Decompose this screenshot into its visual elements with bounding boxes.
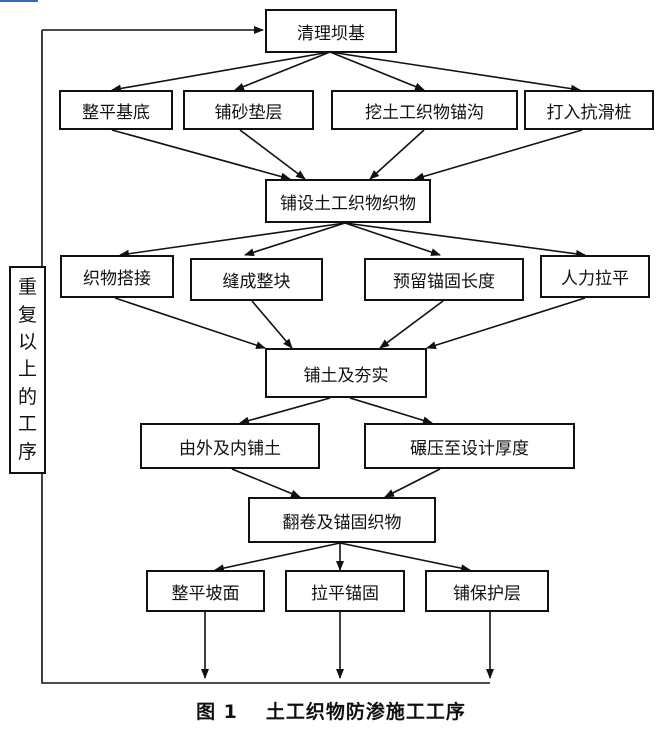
figure-number: 图 1 — [196, 701, 238, 723]
step-clear-dam-foundation: 清理坝基 — [265, 9, 397, 53]
repeat-char: 的 — [17, 385, 37, 408]
repeat-char: 复 — [17, 303, 37, 326]
repeat-char: 重 — [17, 276, 37, 299]
step-reserve-anchor-length: 预留锚固长度 — [364, 258, 524, 301]
step-level-slope: 整平坡面 — [146, 570, 265, 612]
step-label: 挖土工织物锚沟 — [365, 102, 484, 123]
repeat-steps-label: 重 复 以 上 的 工 序 — [9, 266, 46, 474]
figure-title: 土工织物防渗施工工序 — [265, 701, 466, 723]
step-protective-layer: 铺保护层 — [425, 570, 549, 612]
repeat-char: 上 — [17, 358, 37, 381]
step-tension-anchor: 拉平锚固 — [285, 570, 405, 612]
step-roll-and-anchor: 翻卷及锚固织物 — [248, 497, 436, 543]
step-label: 翻卷及锚固织物 — [282, 512, 402, 533]
step-label: 拉平锚固 — [311, 583, 379, 604]
corner-accent — [0, 0, 38, 2]
step-label: 人力拉平 — [561, 269, 629, 289]
step-drive-anti-slide-piles: 打入抗滑桩 — [524, 90, 654, 130]
step-label: 整平坡面 — [171, 583, 240, 604]
step-level-base: 整平基底 — [59, 90, 173, 130]
step-fill-outside-in: 由外及内铺土 — [140, 423, 320, 469]
figure-caption: 图 1 土工织物防渗施工工序 — [0, 697, 662, 724]
repeat-char: 工 — [17, 413, 37, 436]
step-sew-into-whole: 缝成整块 — [190, 258, 323, 301]
step-sand-cushion: 铺砂垫层 — [183, 90, 314, 130]
step-label: 铺土及夯实 — [303, 365, 389, 386]
step-label: 铺保护层 — [453, 583, 521, 604]
step-dig-anchor-trench: 挖土工织物锚沟 — [331, 90, 518, 130]
step-fabric-overlap: 织物搭接 — [60, 255, 174, 298]
step-label: 整平基底 — [82, 102, 150, 123]
step-label: 碾压至设计厚度 — [410, 438, 529, 459]
step-lay-geotextile: 铺设土工织物织物 — [265, 179, 431, 223]
step-label: 铺设土工织物织物 — [280, 193, 416, 214]
repeat-char: 以 — [17, 331, 37, 354]
step-fill-and-tamp: 铺土及夯实 — [265, 348, 427, 398]
step-label: 预留锚固长度 — [393, 272, 495, 292]
step-manual-flatten: 人力拉平 — [540, 255, 650, 298]
step-label: 织物搭接 — [83, 269, 151, 289]
step-label: 打入抗滑桩 — [546, 102, 632, 123]
step-label: 由外及内铺土 — [179, 438, 281, 459]
repeat-char: 序 — [17, 440, 37, 463]
step-compact-to-thickness: 碾压至设计厚度 — [364, 423, 575, 469]
step-label: 清理坝基 — [297, 23, 365, 44]
step-label: 缝成整块 — [222, 272, 291, 292]
step-label: 铺砂垫层 — [214, 102, 283, 123]
